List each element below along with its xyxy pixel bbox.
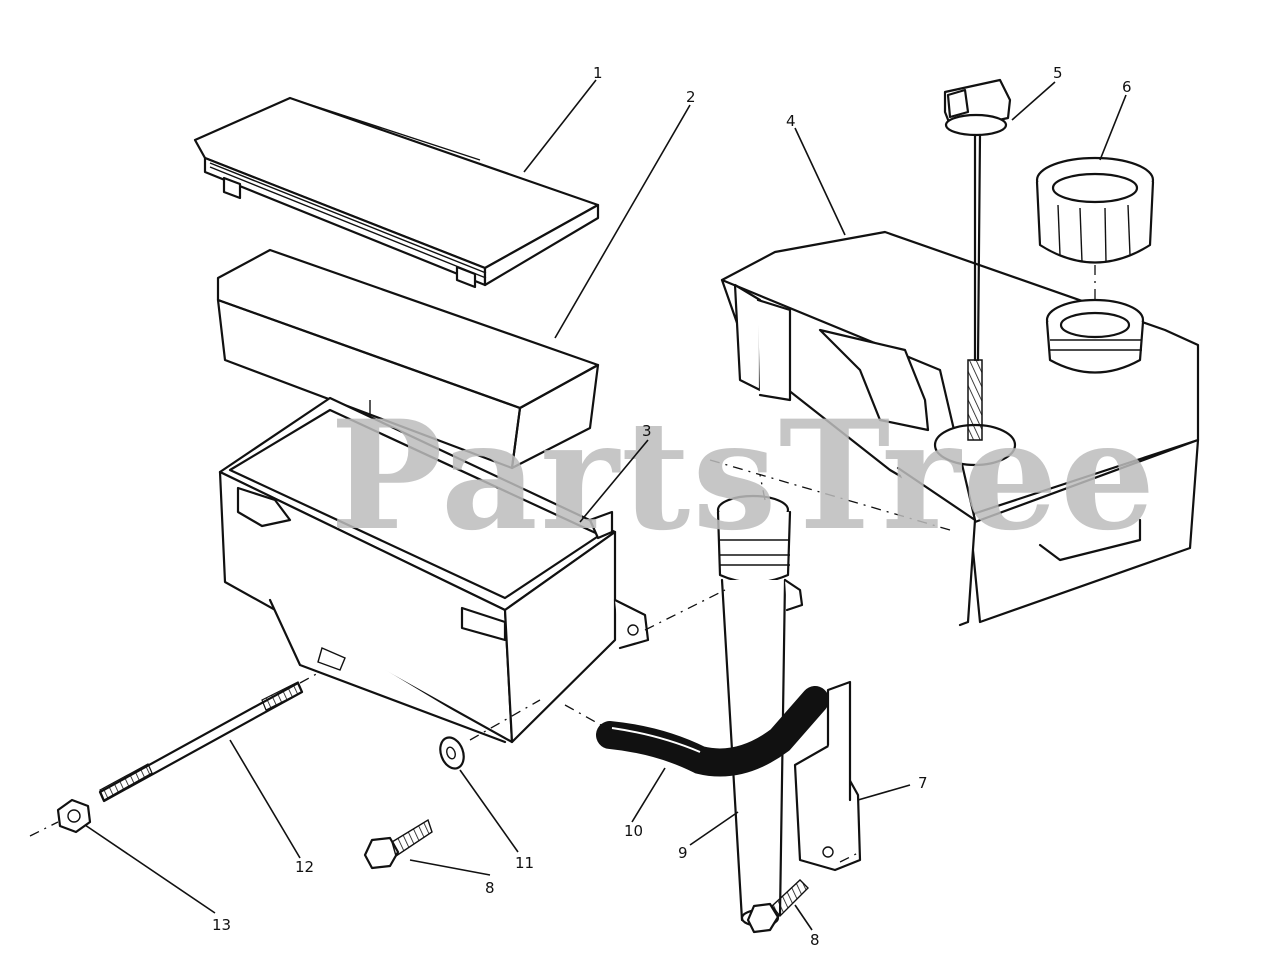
callout-8-right: 8	[810, 931, 820, 949]
hex-nut	[56, 798, 92, 834]
foam-filter-element	[216, 248, 600, 470]
tube-bracket	[793, 680, 862, 872]
callout-3: 3	[642, 422, 652, 440]
callout-4: 4	[786, 112, 796, 130]
hex-bolt-right	[746, 879, 809, 934]
callout-6: 6	[1122, 78, 1132, 96]
fuel-cap	[1035, 156, 1155, 374]
callout-10: 10	[624, 822, 643, 840]
washer	[439, 736, 465, 770]
callout-13: 13	[212, 916, 231, 934]
callout-7: 7	[918, 774, 928, 792]
hex-bolt-left	[363, 818, 433, 870]
leader-lines	[84, 79, 1127, 931]
assembly-lines	[29, 459, 951, 863]
callout-12: 12	[295, 858, 314, 876]
long-bolt	[98, 681, 304, 803]
callout-2: 2	[686, 88, 696, 106]
callout-1: 1	[593, 64, 603, 82]
fuel-gauge-dipstick	[943, 78, 1012, 441]
callout-5: 5	[1053, 64, 1063, 82]
callout-9: 9	[678, 844, 688, 862]
watermark: PartsTree	[330, 388, 1157, 564]
air-cleaner-base	[218, 396, 650, 744]
fuel-hose	[596, 686, 829, 777]
callout-8-left: 8	[485, 879, 495, 897]
callout-labels: 1 2 3 4 5 6 7 8 8 9 10 11 12 13	[212, 64, 1132, 949]
callout-11: 11	[515, 854, 534, 872]
air-cleaner-cover	[193, 96, 600, 289]
